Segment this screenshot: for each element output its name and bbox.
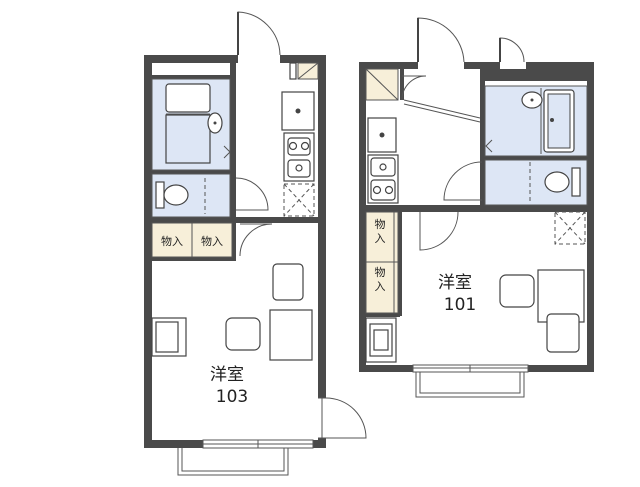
wall bbox=[232, 223, 236, 261]
door-swing bbox=[401, 75, 427, 101]
wall bbox=[400, 69, 404, 100]
entrance-door bbox=[237, 11, 281, 56]
unit-103: 物入 物入 洋室 103 bbox=[144, 11, 367, 476]
toilet-icon bbox=[544, 171, 570, 193]
chair bbox=[546, 313, 580, 353]
table bbox=[537, 269, 585, 323]
unit-101: 物入 物入 洋室 101 bbox=[359, 17, 594, 398]
chair bbox=[272, 263, 304, 301]
door-swing bbox=[239, 223, 273, 257]
wall bbox=[152, 75, 234, 79]
storage-label: 物入 bbox=[201, 234, 223, 248]
chair bbox=[225, 317, 261, 351]
room-number-label: 103 bbox=[216, 387, 248, 407]
door-swing bbox=[235, 177, 269, 211]
room-type-label: 洋室 bbox=[210, 365, 244, 385]
laundry-area bbox=[283, 183, 315, 217]
room-number-label: 101 bbox=[444, 295, 476, 315]
bathtub bbox=[165, 114, 211, 164]
toilet-tank bbox=[155, 181, 165, 209]
wall bbox=[230, 63, 236, 225]
storage-label: 物入 bbox=[161, 234, 183, 248]
wall bbox=[366, 313, 400, 317]
door-swing bbox=[499, 37, 525, 63]
balcony bbox=[177, 448, 289, 476]
laundry-area bbox=[554, 211, 586, 245]
table bbox=[269, 309, 313, 361]
toilet-tank bbox=[571, 167, 581, 197]
wall bbox=[152, 217, 318, 223]
storage-label: 物入 bbox=[375, 217, 386, 245]
wall bbox=[152, 170, 232, 174]
wall bbox=[480, 69, 587, 81]
wall bbox=[366, 205, 587, 212]
wall bbox=[485, 156, 587, 160]
entrance-door bbox=[417, 17, 465, 63]
door-swing bbox=[419, 211, 459, 251]
wall bbox=[398, 212, 402, 316]
door-swing bbox=[443, 161, 483, 201]
room-type-label: 洋室 bbox=[438, 273, 472, 293]
wall bbox=[480, 69, 485, 208]
wall bbox=[152, 257, 236, 261]
toilet-icon bbox=[163, 184, 189, 206]
balcony-door bbox=[325, 397, 367, 439]
bathtub bbox=[165, 83, 211, 113]
chair bbox=[499, 274, 535, 308]
toilet-room bbox=[484, 159, 588, 206]
balcony bbox=[415, 372, 525, 398]
storage-label: 物入 bbox=[375, 265, 386, 293]
